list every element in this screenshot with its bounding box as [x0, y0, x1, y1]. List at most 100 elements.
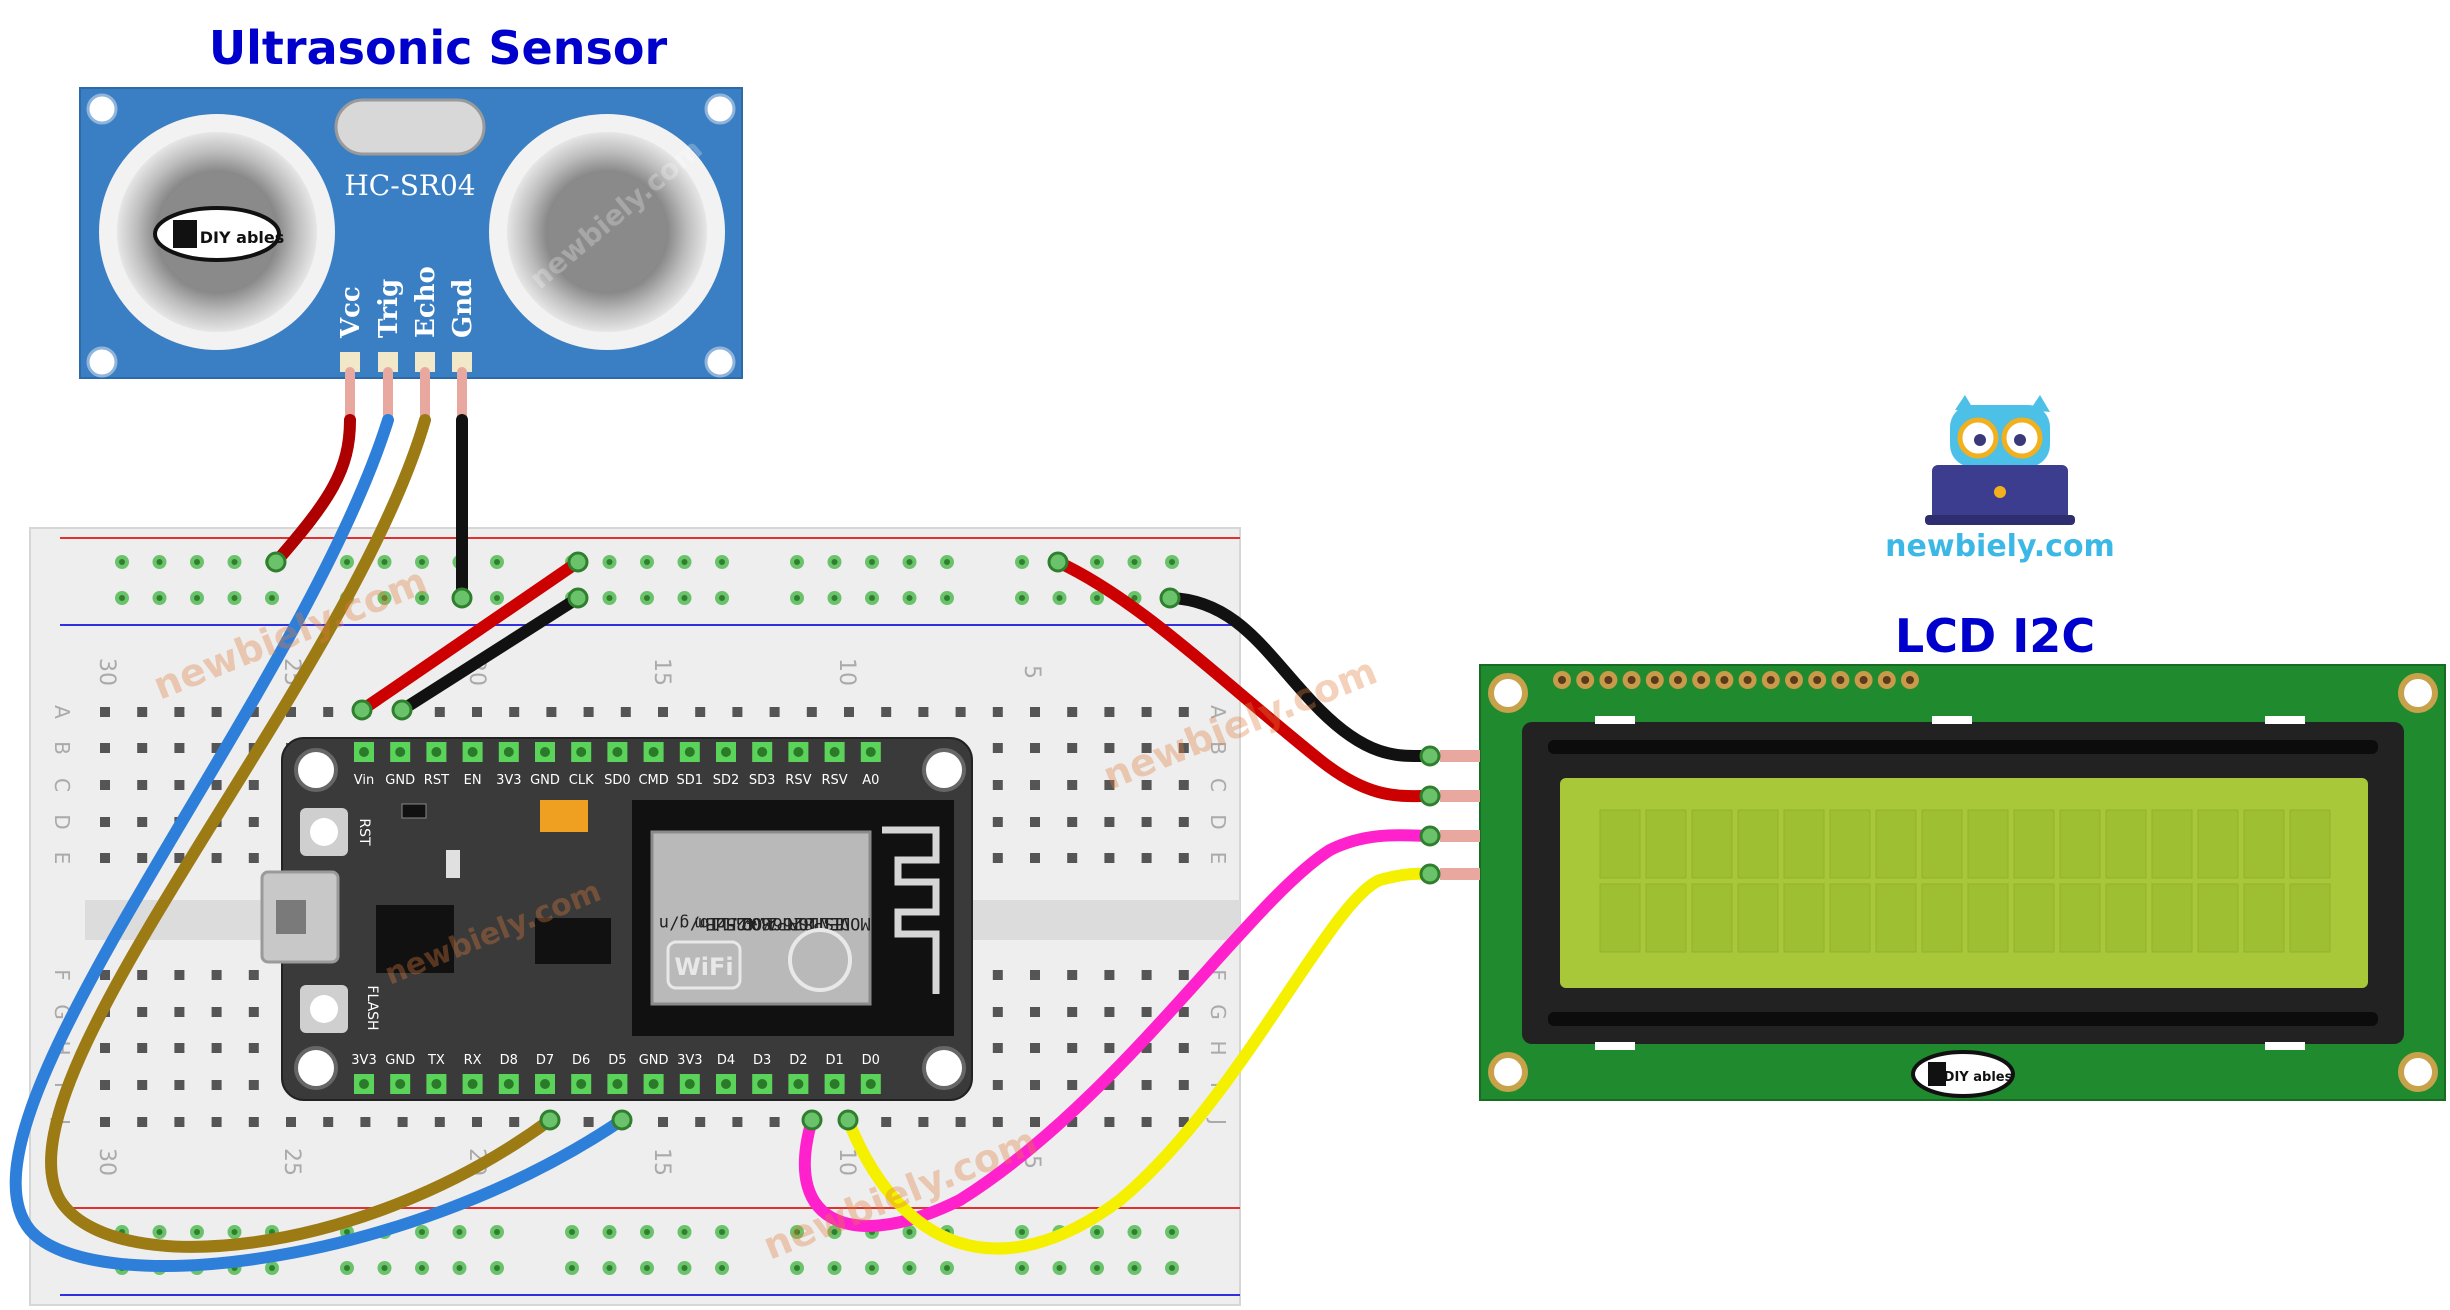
- breadboard-hole: [992, 707, 1003, 717]
- board-pin-label: D4: [717, 1053, 735, 1068]
- breadboard-hole: [918, 707, 929, 717]
- board-pin-label: 3V3: [496, 773, 521, 788]
- breadboard-hole: [1178, 1043, 1189, 1053]
- mount-hole: [294, 1046, 338, 1090]
- lcd-title: LCD I2C: [1895, 609, 2095, 663]
- breadboard-hole: [955, 707, 966, 717]
- module-marking: VENDOR: [788, 913, 850, 933]
- wire-endpoint: [837, 1109, 859, 1131]
- breadboard-hole: [769, 707, 780, 717]
- breadboard-hole: [211, 970, 222, 980]
- lcd-pin-scl: [1440, 868, 1480, 880]
- breadboard-hole: [100, 970, 110, 980]
- sensor-pin-pad: [452, 352, 472, 372]
- mount-hole: [922, 748, 966, 792]
- breadboard-hole: [583, 707, 594, 717]
- wire-lcd-scl-yellow: [842, 867, 1436, 1255]
- breadboard-hole: [1067, 707, 1078, 717]
- breadboard-hole: [844, 707, 854, 717]
- breadboard-hole: [1067, 1117, 1078, 1127]
- sensor-pin-label: Vcc: [336, 286, 366, 339]
- board-pin-label: RSV: [822, 773, 848, 788]
- breadboard-hole: [1067, 780, 1078, 790]
- board-pin-label: 3V3: [677, 1053, 702, 1068]
- breadboard-hole: [211, 707, 222, 717]
- newbiely-mascot-logo: newbiely.com: [1885, 395, 2115, 564]
- row-letter: A: [50, 705, 74, 719]
- lcd-character-cells: [1599, 809, 2331, 953]
- row-letter: A: [1206, 705, 1230, 719]
- breadboard-hole: [174, 1117, 185, 1127]
- lcd-header-pins: [1553, 671, 1919, 689]
- board-pin-label: CMD: [638, 773, 668, 788]
- breadboard-hole: [1104, 780, 1115, 790]
- wire-endpoint: [1419, 785, 1441, 807]
- breadboard-hole: [509, 1117, 520, 1127]
- svg-text:DIY ables: DIY ables: [1944, 1070, 2013, 1085]
- wire-endpoint: [611, 1109, 633, 1131]
- row-letter: F: [1206, 969, 1230, 981]
- column-number: 10: [834, 658, 859, 686]
- board-pin-label: GND: [530, 773, 560, 788]
- breadboard-hole: [137, 970, 148, 980]
- wire-echo-brown: [45, 414, 556, 1253]
- breadboard-hole: [769, 1117, 780, 1127]
- column-number: 10: [834, 1148, 859, 1176]
- breadboard-hole: [1178, 707, 1189, 717]
- breadboard-hole: [1030, 1080, 1040, 1090]
- breadboard-hole: [1067, 853, 1078, 863]
- board-pin-label: SD3: [749, 773, 776, 788]
- mount-hole: [922, 1046, 966, 1090]
- breadboard-hole: [1141, 743, 1152, 753]
- wire-endpoint: [265, 551, 287, 573]
- voltage-regulator: [535, 918, 611, 964]
- mount-hole: [2398, 673, 2438, 713]
- breadboard-hole: [1104, 970, 1115, 980]
- wire-lcd-vcc-red: [1052, 556, 1436, 803]
- rst-button[interactable]: [300, 808, 348, 856]
- wire-endpoint: [1159, 587, 1181, 609]
- breadboard-hole: [434, 1117, 445, 1127]
- breadboard-hole: [100, 780, 110, 790]
- board-pin-label: RST: [424, 773, 449, 788]
- breadboard-hole: [695, 1117, 706, 1127]
- svg-text:DIY ables: DIY ables: [200, 228, 285, 247]
- breadboard-hole: [1030, 743, 1040, 753]
- breadboard-hole: [174, 970, 185, 980]
- newbiely-site-label: newbiely.com: [1885, 529, 2115, 564]
- wire-vin-red: [356, 556, 584, 716]
- module-marking: MODEL: [819, 913, 870, 933]
- row-letter: D: [1206, 814, 1230, 829]
- lcd-pin-vcc: [1440, 790, 1480, 802]
- board-pin-label: D8: [500, 1053, 518, 1068]
- breadboard-hole: [1141, 970, 1152, 980]
- wire-endpoint: [567, 587, 589, 609]
- mount-hole: [2398, 1052, 2438, 1092]
- breadboard-hole: [100, 1117, 110, 1127]
- breadboard-hole: [137, 817, 148, 827]
- breadboard-hole: [286, 707, 296, 717]
- breadboard-hole: [1104, 1080, 1115, 1090]
- breadboard-hole: [174, 743, 185, 753]
- board-pin-label: RX: [464, 1053, 482, 1068]
- breadboard-hole: [100, 743, 110, 753]
- mount-hole: [86, 346, 118, 378]
- breadboard-hole: [583, 1117, 594, 1127]
- breadboard-hole: [100, 707, 110, 717]
- breadboard-hole: [100, 1080, 110, 1090]
- breadboard-hole: [1178, 970, 1189, 980]
- sensor-pin-pad: [415, 352, 435, 372]
- breadboard-hole: [248, 1007, 259, 1017]
- breadboard-hole: [1104, 1007, 1115, 1017]
- breadboard-hole: [211, 743, 222, 753]
- breadboard-hole: [992, 1080, 1003, 1090]
- breadboard-hole: [100, 817, 110, 827]
- flash-button[interactable]: [300, 985, 348, 1033]
- breadboard-hole: [137, 1117, 148, 1127]
- cp2102-chip: [376, 905, 454, 973]
- module-marking: PA +25dBm: [695, 913, 787, 933]
- board-pin-label: GND: [385, 1053, 415, 1068]
- row-letter: D: [50, 814, 74, 829]
- breadboard-hole: [211, 780, 222, 790]
